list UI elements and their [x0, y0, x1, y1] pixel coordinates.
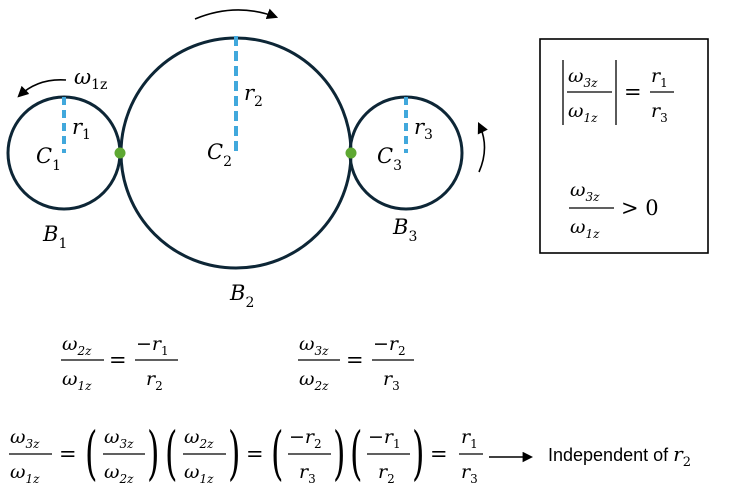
equation-chain-rule: ω3z ω1z = ( ω3z ω2z ) ( ω2z ω1z ) = ( −r…: [9, 421, 483, 488]
svg-text:=: =: [109, 348, 127, 372]
equation-gear-1-2: ω2z ω1z = −r1 r2: [61, 333, 178, 393]
radius-r2-label: r2: [244, 81, 263, 110]
svg-text:ω1z: ω1z: [62, 368, 92, 393]
svg-text:ω2z: ω2z: [184, 426, 214, 451]
svg-text:−r2: −r2: [289, 426, 322, 451]
svg-text:r3: r3: [383, 368, 400, 393]
svg-text:ω3z: ω3z: [104, 426, 134, 451]
svg-text:): ): [147, 421, 159, 488]
note-independent-of-r2: Independent of r2: [548, 442, 691, 470]
svg-text:r2: r2: [146, 368, 163, 393]
svg-text:=: =: [346, 348, 364, 372]
svg-text:ω3z: ω3z: [568, 65, 598, 90]
svg-text:r1: r1: [461, 426, 478, 451]
rotation-arrow-b2: [194, 8, 279, 20]
svg-text:=: =: [246, 442, 264, 466]
svg-text:ω1z: ω1z: [10, 461, 40, 486]
body-b3-label: B3: [392, 215, 417, 245]
radius-r1-label: r1: [72, 115, 91, 143]
center-c2-label: C2: [207, 140, 232, 170]
contact-point-b2-b3: [345, 147, 357, 159]
svg-text:−r1: −r1: [136, 333, 169, 358]
svg-text:ω1z: ω1z: [184, 461, 214, 486]
svg-text:r3: r3: [651, 100, 668, 125]
equation-gear-2-3: ω3z ω2z = −r2 r3: [298, 333, 414, 393]
svg-text:(: (: [271, 421, 283, 488]
svg-text:(: (: [165, 421, 177, 488]
svg-text:ω2z: ω2z: [299, 368, 329, 393]
svg-text:): ): [412, 421, 424, 488]
rotation-arrow-b3: [477, 121, 488, 173]
omega-1z-label: ω1z: [74, 65, 107, 93]
svg-text:(: (: [350, 421, 362, 488]
svg-text:=: =: [59, 442, 77, 466]
svg-text:r1: r1: [651, 65, 668, 90]
body-b2-label: B2: [229, 281, 254, 311]
svg-text:ω3z: ω3z: [299, 333, 329, 358]
svg-text:=: =: [430, 442, 448, 466]
svg-text:r2: r2: [378, 461, 395, 486]
center-c3-label: C3: [377, 144, 402, 174]
box-equation-magnitude-ratio: ω3z ω1z = r1 r3: [562, 60, 674, 125]
svg-text:ω3z: ω3z: [570, 179, 600, 204]
body-b1-label: B1: [42, 222, 67, 252]
svg-text:): ): [228, 421, 240, 488]
result-box: [539, 38, 709, 254]
box-equation-sign: ω3z ω1z > 0: [569, 179, 659, 241]
center-c1-label: C1: [36, 144, 61, 174]
svg-text:−r1: −r1: [368, 426, 401, 451]
svg-text:ω1z: ω1z: [570, 216, 600, 241]
svg-text:ω2z: ω2z: [62, 333, 92, 358]
svg-text:r3: r3: [299, 461, 316, 486]
svg-text:r3: r3: [461, 461, 478, 486]
svg-text:ω3z: ω3z: [10, 426, 40, 451]
rotation-arrow-b1: [17, 79, 67, 98]
svg-text:=: =: [624, 80, 642, 104]
svg-text:(: (: [85, 421, 97, 488]
svg-text:> 0: > 0: [621, 196, 659, 220]
svg-text:ω2z: ω2z: [104, 461, 134, 486]
contact-point-b1-b2: [114, 147, 126, 159]
svg-text:ω1z: ω1z: [568, 100, 598, 125]
svg-text:): ): [333, 421, 345, 488]
radius-r3-label: r3: [414, 115, 433, 143]
svg-text:−r2: −r2: [373, 333, 406, 358]
